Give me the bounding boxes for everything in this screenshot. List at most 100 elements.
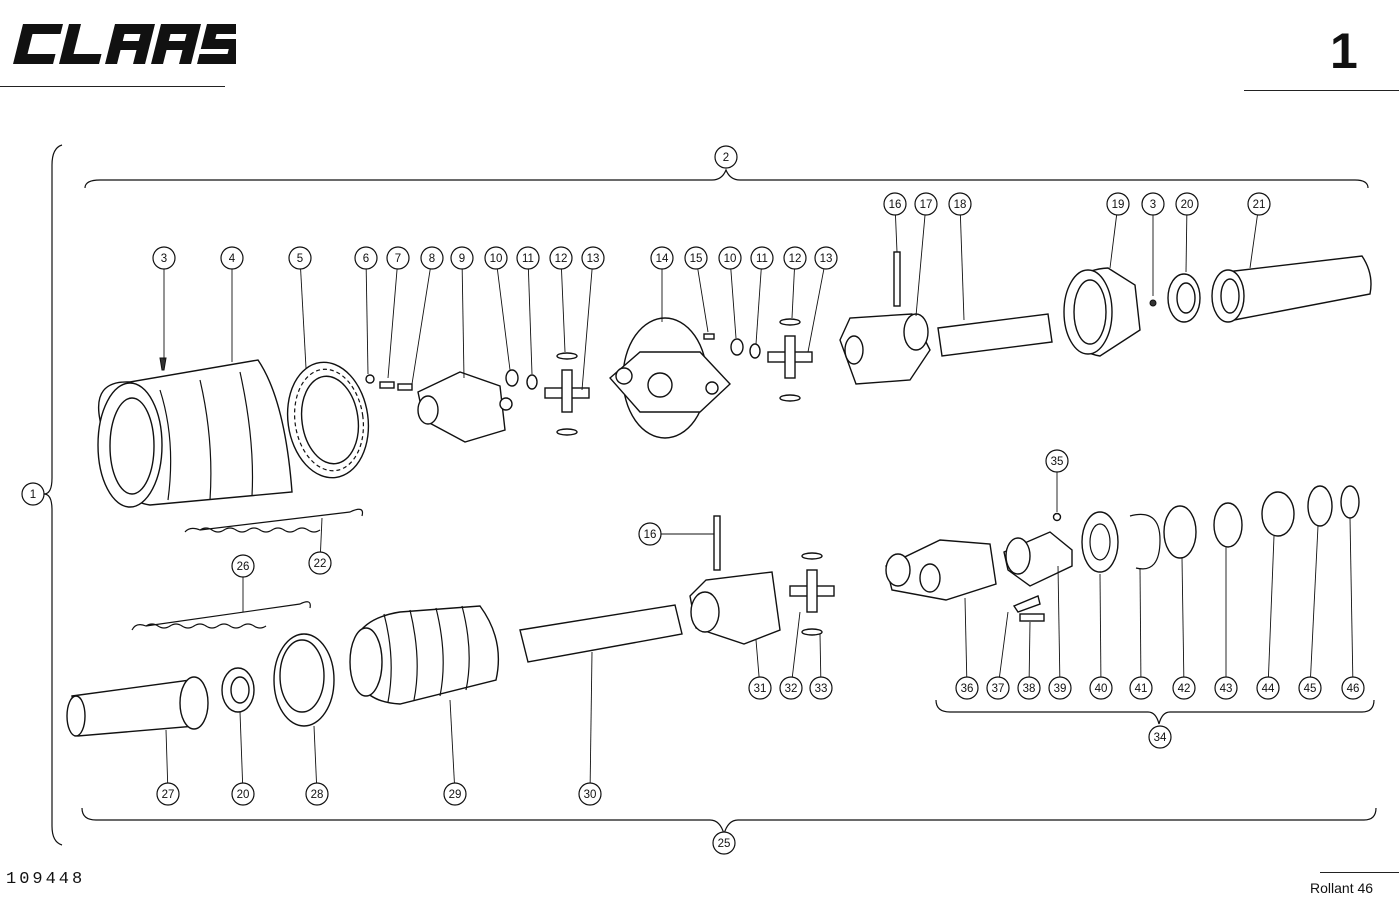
callout-20-22-leader [1185, 214, 1188, 273]
callout-12-9: 12 [549, 246, 573, 270]
callout-20-43-leader [239, 711, 244, 784]
callout-16-26-label: 16 [644, 529, 657, 541]
callout-10-7: 10 [484, 246, 508, 270]
callout-37-29-label: 37 [992, 683, 1005, 695]
part-30-profile-tube [519, 604, 683, 663]
callout-9-6-circle [450, 246, 474, 270]
callout-28-44-label: 28 [311, 789, 324, 801]
callout-20-43: 20 [231, 782, 255, 806]
callout-9-6: 9 [450, 246, 474, 270]
part-13b-universal-cross [767, 318, 813, 402]
callout-39-31-leader [1057, 565, 1061, 678]
part-26-safety-chain [131, 601, 311, 631]
part-17-yoke [839, 313, 931, 385]
callout-41-33-circle [1129, 676, 1153, 700]
callout-3-21: 3 [1141, 192, 1165, 216]
callout-21-23-label: 21 [1253, 199, 1266, 211]
callout-32-40-circle [779, 676, 803, 700]
callout-20-22: 20 [1175, 192, 1199, 216]
part-38-spring [1019, 613, 1045, 622]
part-13-universal-cross [544, 352, 590, 436]
callout-13-10-leader [581, 268, 593, 391]
callout-37-29-circle [986, 676, 1010, 700]
callout-37-29-leader [998, 611, 1009, 678]
callout-13-16-leader [807, 268, 825, 353]
callout-44-36-label: 44 [1262, 683, 1275, 695]
callout-33-41-circle [809, 676, 833, 700]
callout-26-27: 26 [231, 554, 255, 578]
callout-4-1-label: 4 [229, 253, 236, 265]
callout-33-41-leader [819, 633, 822, 678]
part-20b-guard-bearing [221, 667, 255, 713]
callout-7-4-leader [387, 268, 398, 379]
callout-10-13-circle [718, 246, 742, 270]
callout-26-27-circle [231, 554, 255, 578]
callout-22-24-circle [308, 551, 332, 575]
callout-41-33-leader [1139, 567, 1142, 678]
callout-10-7-label: 10 [490, 253, 503, 265]
callout-32-40-label: 32 [785, 683, 798, 695]
callout-35-25-label: 35 [1051, 456, 1064, 468]
callout-32-40-leader [791, 611, 801, 678]
callout-11-8: 11 [516, 246, 540, 270]
callout-8-5-label: 8 [429, 253, 435, 265]
callout-29-45: 29 [443, 782, 467, 806]
callout-31-39: 31 [748, 676, 772, 700]
callout-10-13-leader [730, 268, 737, 339]
callout-20-43-circle [231, 782, 255, 806]
callout-27-42-label: 27 [162, 789, 175, 801]
callout-40-32-leader [1099, 573, 1102, 678]
part-29-bellows [349, 605, 500, 705]
callout-35-25-circle [1045, 449, 1069, 473]
callout-46-38: 46 [1341, 676, 1365, 700]
callout-32-40: 32 [779, 676, 803, 700]
callout-38-30: 38 [1017, 676, 1041, 700]
callout-30-46-label: 30 [584, 789, 597, 801]
part-5-bearing-ring [286, 361, 370, 479]
callout-13-10-label: 13 [587, 253, 600, 265]
callout-17-18-label: 17 [920, 199, 933, 211]
callout-17-18-circle [914, 192, 938, 216]
callout-5-2-leader [300, 268, 307, 369]
assembly-callout-25-label: 25 [718, 838, 731, 850]
callout-42-34: 42 [1172, 676, 1196, 700]
bracket-assembly-2 [84, 168, 1369, 189]
part-8-pin [397, 383, 413, 391]
callout-44-36-circle [1256, 676, 1280, 700]
callout-33-41: 33 [809, 676, 833, 700]
part-36-yoke [885, 539, 997, 601]
callout-12-9-circle [549, 246, 573, 270]
callout-20-43-label: 20 [237, 789, 250, 801]
part-27-guard-tube [66, 676, 209, 737]
assembly-callout-25-circle [712, 831, 736, 855]
callout-45-37-label: 45 [1304, 683, 1317, 695]
callout-10-13-label: 10 [724, 253, 737, 265]
callout-16-17-circle [883, 192, 907, 216]
callout-11-8-circle [516, 246, 540, 270]
part-20-guard-bearing [1167, 273, 1201, 323]
part-16-roll-pin [893, 251, 901, 307]
callout-15-12-leader [697, 268, 709, 333]
callout-9-6-label: 9 [459, 253, 465, 265]
callout-30-46: 30 [578, 782, 602, 806]
callout-10-7-circle [484, 246, 508, 270]
callout-26-27-label: 26 [237, 561, 250, 573]
part-3-screw [159, 357, 167, 371]
callout-15-12-label: 15 [690, 253, 703, 265]
callout-41-33: 41 [1129, 676, 1153, 700]
callout-12-15-label: 12 [789, 253, 802, 265]
part-19-bellows [1063, 267, 1141, 357]
callout-3-0-label: 3 [161, 253, 167, 265]
part-4-guard-cone [97, 359, 293, 508]
assembly-callout-1: 1 [21, 482, 45, 506]
callout-20-22-label: 20 [1181, 199, 1194, 211]
callout-16-17-leader [895, 214, 898, 253]
callout-46-38-leader [1349, 517, 1354, 678]
part-44-collar [1261, 491, 1295, 537]
callout-12-15-circle [783, 246, 807, 270]
callout-14-11-label: 14 [656, 253, 669, 265]
callout-16-17: 16 [883, 192, 907, 216]
part-42-ring [1163, 505, 1197, 559]
callout-12-9-leader [561, 268, 566, 353]
callout-29-45-leader [449, 699, 455, 784]
